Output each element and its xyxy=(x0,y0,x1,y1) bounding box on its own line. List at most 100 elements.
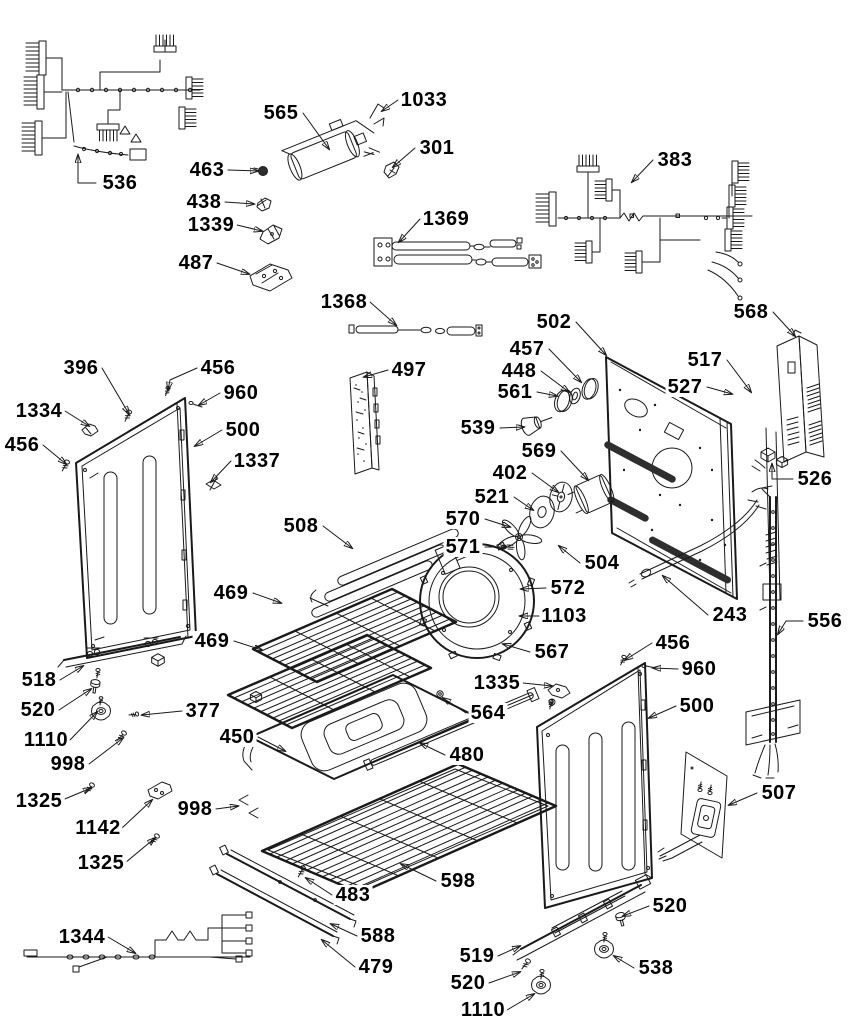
leader-1337 xyxy=(211,461,231,482)
leader-1110-a xyxy=(70,712,97,740)
leader-469-b xyxy=(234,641,262,650)
rail-479-part xyxy=(210,865,339,944)
leader-500-b xyxy=(649,706,676,718)
wiring-harness-upper-left-part xyxy=(21,34,204,160)
leader-396 xyxy=(102,368,129,414)
leader-497 xyxy=(364,370,388,377)
wire-channel-556-part xyxy=(746,486,800,778)
leader-565 xyxy=(303,113,329,149)
leader-572 xyxy=(521,588,546,589)
leader-960-a xyxy=(199,393,220,405)
leader-438 xyxy=(225,202,254,204)
leader-998-b xyxy=(216,806,238,809)
leader-469-a xyxy=(253,593,281,603)
leader-456-b xyxy=(43,445,66,464)
leader-1335 xyxy=(523,683,552,686)
leader-377 xyxy=(142,711,182,715)
leader-588 xyxy=(331,924,357,936)
callout-leader-lines xyxy=(43,100,803,1010)
insulation-panel-497-part xyxy=(350,372,380,474)
leader-520-c xyxy=(489,972,520,983)
leader-480 xyxy=(420,743,445,755)
leader-500-a xyxy=(195,430,222,446)
leader-456-a xyxy=(168,368,197,390)
leader-520-a xyxy=(59,689,91,710)
broil-element-508-part xyxy=(310,527,476,618)
wiring-harness-upper-right-part xyxy=(535,154,752,300)
leader-539 xyxy=(500,427,524,428)
leader-518 xyxy=(60,666,83,680)
leader-536 xyxy=(78,155,96,183)
fasteners-part xyxy=(60,385,656,879)
leader-1369 xyxy=(399,219,420,242)
fan-blade-570-part xyxy=(497,515,543,561)
leader-570 xyxy=(485,519,510,527)
leader-517 xyxy=(727,360,751,392)
disc-521-part xyxy=(526,494,557,531)
leader-520-b xyxy=(623,906,649,916)
disc-402-part xyxy=(547,480,576,514)
leader-479 xyxy=(322,940,355,967)
burner-tube-1368-part xyxy=(349,325,482,336)
leader-598 xyxy=(401,864,436,881)
leader-1339 xyxy=(237,225,262,231)
burner-tube-assembly-1369-part xyxy=(374,238,541,268)
glide-pad-538-part xyxy=(594,939,614,959)
blower-motor-part xyxy=(279,110,381,186)
leader-521 xyxy=(514,497,533,510)
bracket-1033-part xyxy=(370,104,384,126)
leader-998-a xyxy=(89,738,123,764)
leader-243 xyxy=(663,576,708,615)
wire-harness-1344-part xyxy=(24,912,252,972)
bracket-487-part xyxy=(250,264,292,291)
convection-motor-539-part xyxy=(519,409,555,437)
ring-448-part xyxy=(568,387,582,405)
terminal-block-526-part xyxy=(752,447,788,471)
leader-1033 xyxy=(382,100,398,111)
oven-bottom-panel-450-part xyxy=(243,675,477,779)
screw-520-left-part xyxy=(520,957,532,972)
leader-1325-a xyxy=(60,788,91,801)
oven-rack-upper-469-part xyxy=(253,589,456,682)
leader-1368 xyxy=(370,302,396,325)
leader-567 xyxy=(503,644,530,652)
screw-above-1110-part xyxy=(539,969,545,980)
leader-450 xyxy=(258,737,285,751)
clip-438-part xyxy=(257,198,271,211)
leader-568 xyxy=(773,312,795,336)
leader-383 xyxy=(632,160,653,182)
right-side-panel-part xyxy=(537,663,652,908)
lower-rack-598-part xyxy=(262,764,556,893)
leader-526 xyxy=(772,464,793,479)
leader-564 xyxy=(443,698,466,713)
leader-1344 xyxy=(108,937,135,953)
drawer-rail-519-part xyxy=(513,875,651,960)
ring-457-part xyxy=(580,376,601,402)
leader-561 xyxy=(537,392,557,396)
grommet-564-part xyxy=(437,691,443,697)
leader-457 xyxy=(549,349,581,382)
convection-fan-motor-569-part xyxy=(566,473,617,517)
leader-556 xyxy=(778,621,803,634)
leader-301 xyxy=(393,148,415,167)
rear-cover-568-part xyxy=(777,330,824,462)
leader-538 xyxy=(614,956,634,968)
bracket-507-part xyxy=(658,752,727,861)
bracket-1339-part xyxy=(260,225,282,244)
leader-502 xyxy=(576,322,606,355)
leader-483 xyxy=(306,878,332,895)
leader-1142 xyxy=(122,800,152,828)
left-side-panel-part xyxy=(76,398,196,658)
oven-rack-lower-469-part xyxy=(228,635,431,728)
leader-507 xyxy=(729,793,757,805)
leader-519 xyxy=(498,946,520,956)
bearing-520-right-part xyxy=(614,911,628,928)
leader-527 xyxy=(707,387,732,394)
leader-1325-b xyxy=(125,838,155,863)
leader-960-b xyxy=(653,668,678,669)
leader-1110-b xyxy=(507,994,534,1010)
leader-463 xyxy=(228,170,258,171)
leader-508 xyxy=(323,526,352,548)
